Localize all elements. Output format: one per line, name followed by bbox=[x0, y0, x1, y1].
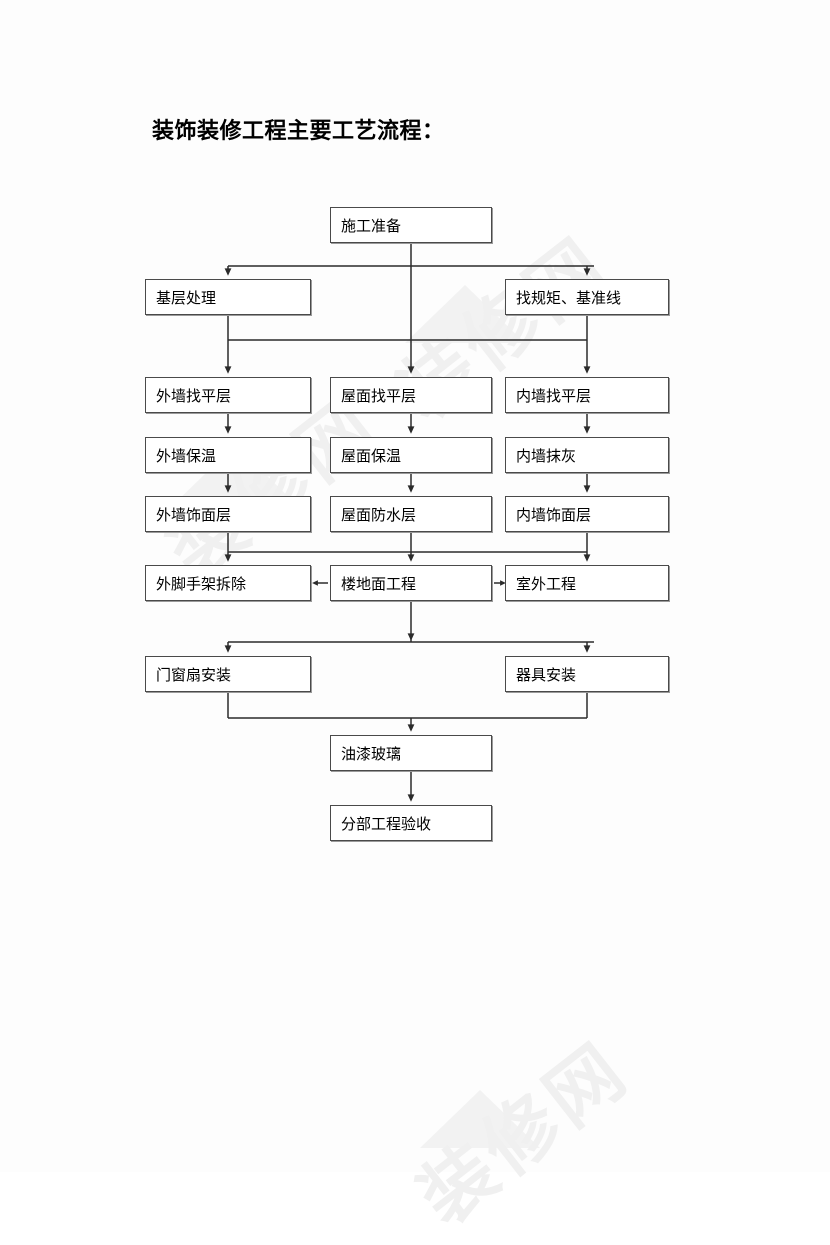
node-label: 屋面防水层 bbox=[341, 505, 417, 524]
node-label: 外墙保温 bbox=[156, 446, 217, 465]
node-label: 油漆玻璃 bbox=[341, 744, 402, 763]
node-outdoor-works[interactable]: 室外工程 bbox=[505, 565, 669, 601]
page-title: 装饰装修工程主要工艺流程： bbox=[152, 119, 445, 144]
node-setout-datum-line[interactable]: 找规矩、基准线 bbox=[505, 279, 669, 315]
node-label: 室外工程 bbox=[516, 574, 577, 593]
node-interior-wall-leveling[interactable]: 内墙找平层 bbox=[505, 377, 669, 413]
node-roof-leveling[interactable]: 屋面找平层 bbox=[330, 377, 492, 413]
node-label: 屋面找平层 bbox=[341, 386, 417, 405]
node-floor-works[interactable]: 楼地面工程 bbox=[330, 565, 492, 601]
node-label: 外脚手架拆除 bbox=[156, 574, 247, 593]
node-label: 找规矩、基准线 bbox=[516, 288, 622, 307]
node-label: 外墙找平层 bbox=[156, 386, 232, 405]
node-door-window-installation[interactable]: 门窗扇安装 bbox=[145, 656, 311, 692]
node-base-treatment[interactable]: 基层处理 bbox=[145, 279, 311, 315]
node-scaffold-removal[interactable]: 外脚手架拆除 bbox=[145, 565, 311, 601]
node-label: 内墙抹灰 bbox=[516, 446, 577, 465]
node-exterior-wall-leveling[interactable]: 外墙找平层 bbox=[145, 377, 311, 413]
node-label: 楼地面工程 bbox=[341, 574, 417, 593]
node-interior-wall-finish[interactable]: 内墙饰面层 bbox=[505, 496, 669, 532]
node-label: 门窗扇安装 bbox=[156, 665, 232, 684]
node-label: 分部工程验收 bbox=[341, 814, 432, 833]
node-subproject-acceptance[interactable]: 分部工程验收 bbox=[330, 805, 492, 841]
flowchart-connectors bbox=[224, 243, 594, 802]
node-label: 屋面保温 bbox=[341, 446, 402, 465]
node-roof-insulation[interactable]: 屋面保温 bbox=[330, 437, 492, 473]
node-label: 基层处理 bbox=[156, 288, 217, 307]
document-page: 装修网 装修网 装修网 装饰装修工程主要工艺流程： bbox=[145, 119, 669, 1242]
node-paint-glazing[interactable]: 油漆玻璃 bbox=[330, 735, 492, 771]
node-fixture-installation[interactable]: 器具安装 bbox=[505, 656, 669, 692]
node-label: 器具安装 bbox=[516, 665, 577, 684]
node-interior-wall-plastering[interactable]: 内墙抹灰 bbox=[505, 437, 669, 473]
node-label: 施工准备 bbox=[341, 216, 402, 235]
node-roof-waterproofing[interactable]: 屋面防水层 bbox=[330, 496, 492, 532]
node-label: 内墙找平层 bbox=[516, 386, 592, 405]
node-label: 内墙饰面层 bbox=[516, 505, 592, 524]
node-construction-preparation[interactable]: 施工准备 bbox=[330, 207, 492, 243]
node-exterior-wall-finish[interactable]: 外墙饰面层 bbox=[145, 496, 311, 532]
node-label: 外墙饰面层 bbox=[156, 505, 232, 524]
node-exterior-wall-insulation[interactable]: 外墙保温 bbox=[145, 437, 311, 473]
